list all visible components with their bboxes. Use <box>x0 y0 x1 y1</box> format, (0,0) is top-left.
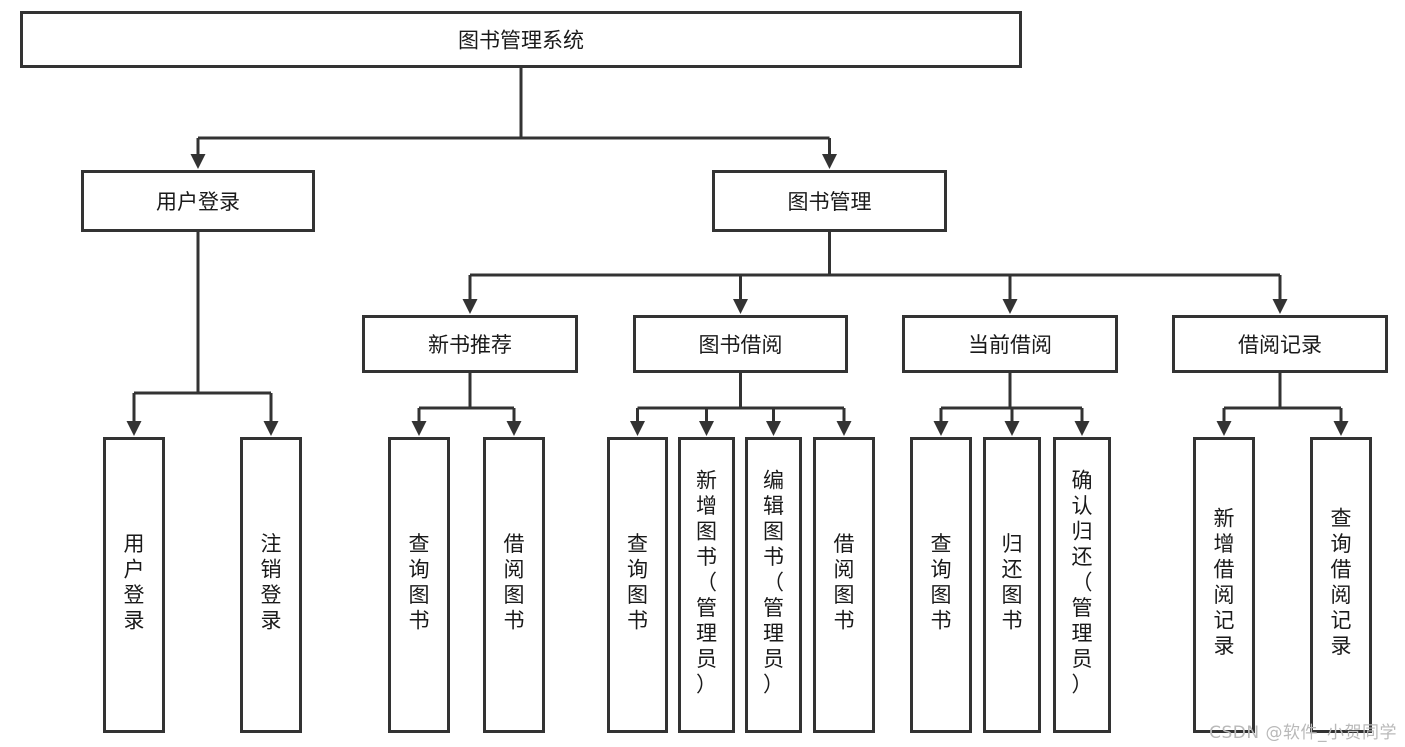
arrow-head-icon <box>766 421 781 436</box>
arrow-head-icon <box>126 421 142 436</box>
leaf-node-9-box[interactable] <box>910 437 972 733</box>
leaf-node-9-label: 查询图书 <box>931 532 952 633</box>
leaf-node-13-label: 查询借阅记录 <box>1331 507 1352 659</box>
level2-node-4-label: 借阅记录 <box>1238 333 1322 357</box>
level2-node-1-label: 新书推荐 <box>428 333 512 357</box>
level1-node-1-box[interactable] <box>81 170 315 232</box>
arrow-head-icon <box>733 299 748 314</box>
leaf-node-8-label: 借阅图书 <box>834 532 855 633</box>
level2-node-3-label: 当前借阅 <box>968 333 1052 357</box>
level1-node-1[interactable]: 用户登录 <box>81 170 315 232</box>
leaf-node-2-box[interactable] <box>240 437 302 733</box>
leaf-node-4-box[interactable] <box>483 437 545 733</box>
arrow-head-icon <box>1004 421 1020 436</box>
root-node-book-management-system-box[interactable] <box>20 11 1022 68</box>
leaf-node-5-label: 查询图书 <box>627 532 648 633</box>
leaf-node-2[interactable]: 注销登录 <box>240 437 302 733</box>
arrow-head-icon <box>1333 421 1349 436</box>
level2-node-4[interactable]: 借阅记录 <box>1172 315 1388 373</box>
leaf-node-6-box[interactable] <box>678 437 735 733</box>
leaf-node-5-box[interactable] <box>607 437 668 733</box>
leaf-node-7-label: 编辑图书（管理员） <box>763 468 784 696</box>
level1-node-2-box[interactable] <box>712 170 947 232</box>
leaf-node-1[interactable]: 用户登录 <box>103 437 165 733</box>
leaf-node-3[interactable]: 查询图书 <box>388 437 450 733</box>
level2-node-2-box[interactable] <box>633 315 848 373</box>
leaf-node-1-box[interactable] <box>103 437 165 733</box>
root-node-book-management-system-label: 图书管理系统 <box>458 29 584 53</box>
leaf-node-12-box[interactable] <box>1193 437 1255 733</box>
leaf-node-2-label: 注销登录 <box>261 532 282 633</box>
leaf-node-13[interactable]: 查询借阅记录 <box>1310 437 1372 733</box>
arrow-head-icon <box>506 421 522 436</box>
arrow-head-icon <box>462 299 478 314</box>
leaf-node-11-label: 确认归还（管理员） <box>1072 468 1093 696</box>
arrow-head-icon <box>411 421 427 436</box>
leaf-node-12[interactable]: 新增借阅记录 <box>1193 437 1255 733</box>
node-layer: 图书管理系统用户登录图书管理新书推荐图书借阅当前借阅借阅记录用户登录注销登录查询… <box>20 11 1388 733</box>
level2-node-1-box[interactable] <box>362 315 578 373</box>
level2-node-4-box[interactable] <box>1172 315 1388 373</box>
leaf-node-10-box[interactable] <box>983 437 1041 733</box>
level2-node-3-box[interactable] <box>902 315 1118 373</box>
arrow-head-icon <box>1002 299 1018 314</box>
root-node-book-management-system[interactable]: 图书管理系统 <box>20 11 1022 68</box>
leaf-node-3-box[interactable] <box>388 437 450 733</box>
leaf-node-13-box[interactable] <box>1310 437 1372 733</box>
leaf-node-4-label: 借阅图书 <box>504 532 525 633</box>
leaf-node-9[interactable]: 查询图书 <box>910 437 972 733</box>
leaf-node-4[interactable]: 借阅图书 <box>483 437 545 733</box>
arrow-head-icon <box>933 421 949 436</box>
leaf-node-5[interactable]: 查询图书 <box>607 437 668 733</box>
connector-layer <box>126 68 1349 436</box>
leaf-node-11[interactable]: 确认归还（管理员） <box>1053 437 1111 733</box>
arrow-head-icon <box>630 421 645 436</box>
leaf-node-7-box[interactable] <box>745 437 802 733</box>
arrow-head-icon <box>1272 299 1288 314</box>
arrow-head-icon <box>822 154 837 169</box>
level2-node-2[interactable]: 图书借阅 <box>633 315 848 373</box>
arrow-head-icon <box>699 421 714 436</box>
level2-node-3[interactable]: 当前借阅 <box>902 315 1118 373</box>
leaf-node-10-label: 归还图书 <box>1002 532 1023 633</box>
leaf-node-12-label: 新增借阅记录 <box>1214 507 1235 659</box>
leaf-node-8[interactable]: 借阅图书 <box>813 437 875 733</box>
level2-node-1[interactable]: 新书推荐 <box>362 315 578 373</box>
leaf-node-10[interactable]: 归还图书 <box>983 437 1041 733</box>
leaf-node-6-label: 新增图书（管理员） <box>696 468 717 696</box>
leaf-node-8-box[interactable] <box>813 437 875 733</box>
arrow-head-icon <box>190 154 206 169</box>
arrow-head-icon <box>1074 421 1090 436</box>
arrow-head-icon <box>836 421 852 436</box>
arrow-head-icon <box>1216 421 1232 436</box>
level1-node-2[interactable]: 图书管理 <box>712 170 947 232</box>
leaf-node-6[interactable]: 新增图书（管理员） <box>678 437 735 733</box>
leaf-node-1-label: 用户登录 <box>124 532 145 633</box>
leaf-node-3-label: 查询图书 <box>409 532 430 633</box>
level1-node-1-label: 用户登录 <box>156 190 240 214</box>
arrow-head-icon <box>263 421 279 436</box>
level1-node-2-label: 图书管理 <box>788 190 872 214</box>
leaf-node-11-box[interactable] <box>1053 437 1111 733</box>
leaf-node-7[interactable]: 编辑图书（管理员） <box>745 437 802 733</box>
level2-node-2-label: 图书借阅 <box>699 333 783 357</box>
